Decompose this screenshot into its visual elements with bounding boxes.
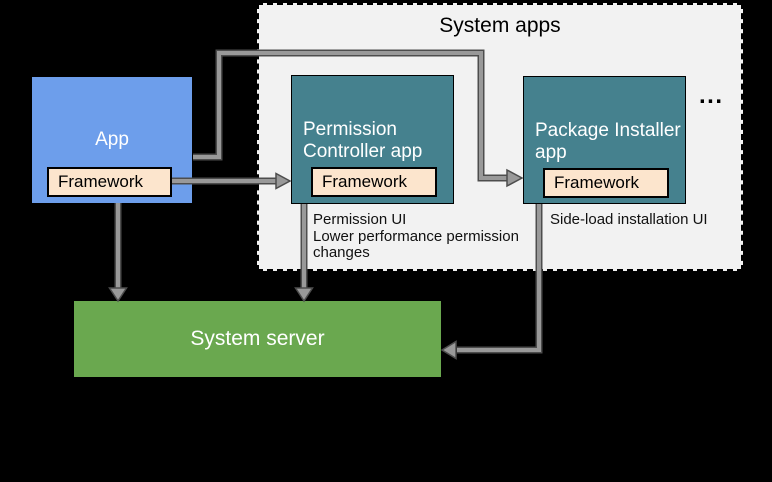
permission-controller-caption: Permission UI Lower performance permissi… (313, 211, 519, 261)
package-installer-caption: Side-load installation UI (550, 211, 708, 228)
app-box-label: App (95, 129, 129, 150)
package-installer-label: Package Installer app (535, 120, 681, 163)
app-framework-box: Framework (47, 167, 172, 197)
app-framework-label: Framework (58, 172, 144, 191)
package-installer-framework-label: Framework (554, 173, 640, 192)
package-installer-box: Package Installer app Framework (523, 76, 686, 204)
permission-controller-framework-label: Framework (322, 172, 408, 191)
more-apps-ellipsis: ... (699, 82, 724, 109)
permission-controller-framework-box: Framework (311, 167, 437, 197)
app-box: App Framework (31, 76, 193, 204)
arrowhead-package-into-server (440, 340, 457, 360)
arrowhead-permission-into-server (294, 287, 314, 303)
permission-controller-label: Permission Controller app (303, 119, 423, 162)
arrowhead-app-into-server (108, 287, 128, 303)
permission-controller-box: Permission Controller app Framework (291, 75, 454, 204)
package-installer-framework-box: Framework (543, 168, 669, 198)
system-server-label: System server (190, 327, 325, 350)
system-apps-title: System apps (439, 14, 561, 37)
system-server-box: System server (74, 301, 441, 377)
